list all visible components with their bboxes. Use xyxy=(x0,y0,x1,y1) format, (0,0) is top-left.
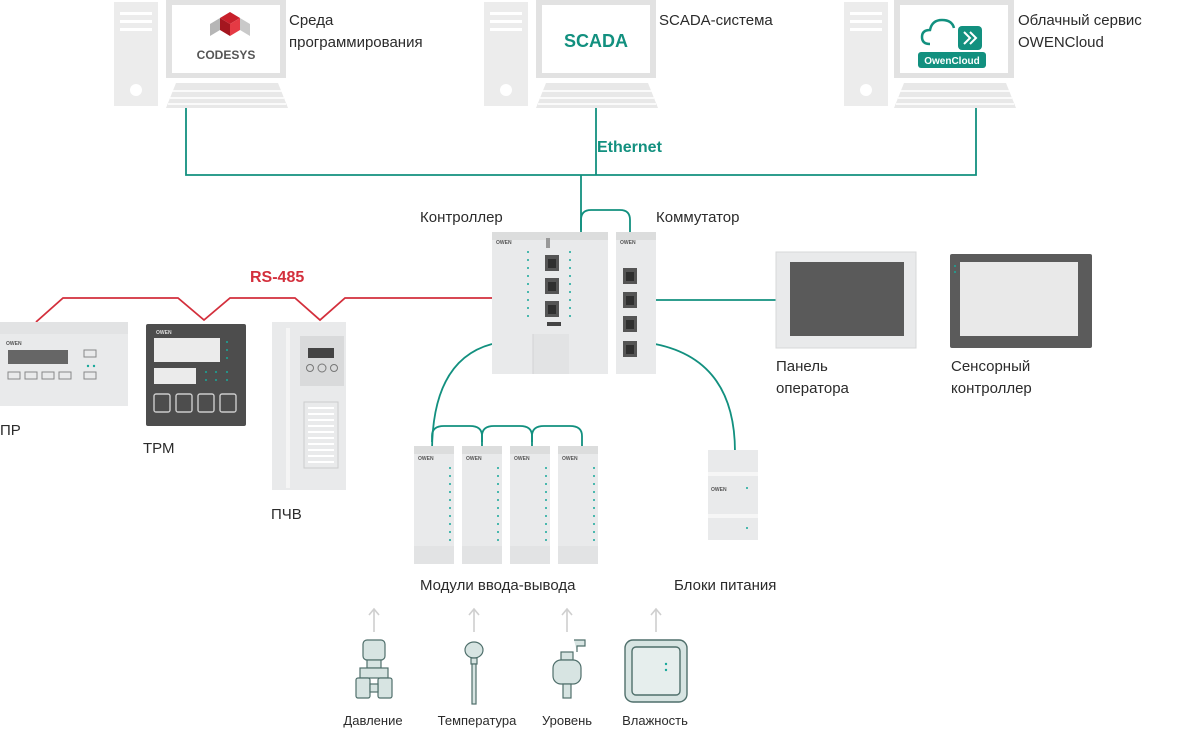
temperature-sensor-icon xyxy=(464,641,484,705)
ethernet-label: Ethernet xyxy=(597,139,662,156)
svg-text:OWEN: OWEN xyxy=(711,487,727,493)
owencloud-text: OwenCloud xyxy=(924,56,980,67)
touch-controller xyxy=(950,254,1092,348)
cloud-icon: OwenCloud xyxy=(918,18,986,68)
pc-label-codesys: Среда программирования xyxy=(289,10,423,54)
codesys-logo: CODESYS xyxy=(197,12,256,62)
level-sensor-icon xyxy=(552,639,586,699)
controller-label: Контроллер xyxy=(420,209,503,226)
rs485-line xyxy=(35,297,492,323)
io-modules xyxy=(414,446,598,564)
panel-label: Панель оператора xyxy=(776,358,849,397)
scada-text: SCADA xyxy=(564,31,628,51)
pc-scada: SCADA xyxy=(484,0,659,109)
svg-text:OWEN: OWEN xyxy=(620,240,636,246)
sensor-label-humidity: Влажность xyxy=(622,713,688,728)
pr-device: OWEN xyxy=(0,322,128,406)
io-modules-label: Модули ввода-вывода xyxy=(420,577,576,594)
switch-label: Коммутатор xyxy=(656,209,740,226)
pr-label: ПР xyxy=(0,422,21,439)
pc-owencloud: OwenCloud xyxy=(844,0,1017,109)
pc-label-owencloud: Облачный сервис OWENCloud xyxy=(1018,10,1142,54)
touch-controller-label: Сенсорный контроллер xyxy=(951,358,1032,397)
sensor-label-level: Уровень xyxy=(541,713,593,728)
pc-codesys: CODESYS xyxy=(114,0,289,109)
sensor-label-temperature: Температура xyxy=(437,713,517,728)
switch-device: OWEN xyxy=(616,232,656,374)
codesys-text: CODESYS xyxy=(197,48,256,62)
ethernet-lines xyxy=(185,108,977,453)
sensor-arrows xyxy=(368,607,662,632)
svg-text:OWEN: OWEN xyxy=(156,330,172,336)
pressure-sensor-icon xyxy=(355,639,393,699)
label-text: Среда программирования xyxy=(289,12,423,51)
label-text: Облачный сервис OWENCloud xyxy=(1018,12,1142,51)
rs485-label: RS-485 xyxy=(250,269,305,286)
humidity-sensor-icon xyxy=(624,639,688,703)
trm-label: ТРМ xyxy=(143,440,175,457)
operator-panel xyxy=(775,251,917,349)
power-supply: OWEN xyxy=(708,450,758,540)
controller-device: OWEN xyxy=(492,232,608,374)
sensor-label-pressure: Давление xyxy=(343,713,403,728)
psu-label: Блоки питания xyxy=(674,577,777,594)
pc-label-scada: SCADA-система xyxy=(659,12,773,29)
pchv-label: ПЧВ xyxy=(271,506,302,523)
trm-device: OWEN xyxy=(146,324,246,426)
svg-text:OWEN: OWEN xyxy=(6,341,22,347)
svg-text:OWEN: OWEN xyxy=(496,240,512,246)
pchv-device xyxy=(272,322,346,490)
